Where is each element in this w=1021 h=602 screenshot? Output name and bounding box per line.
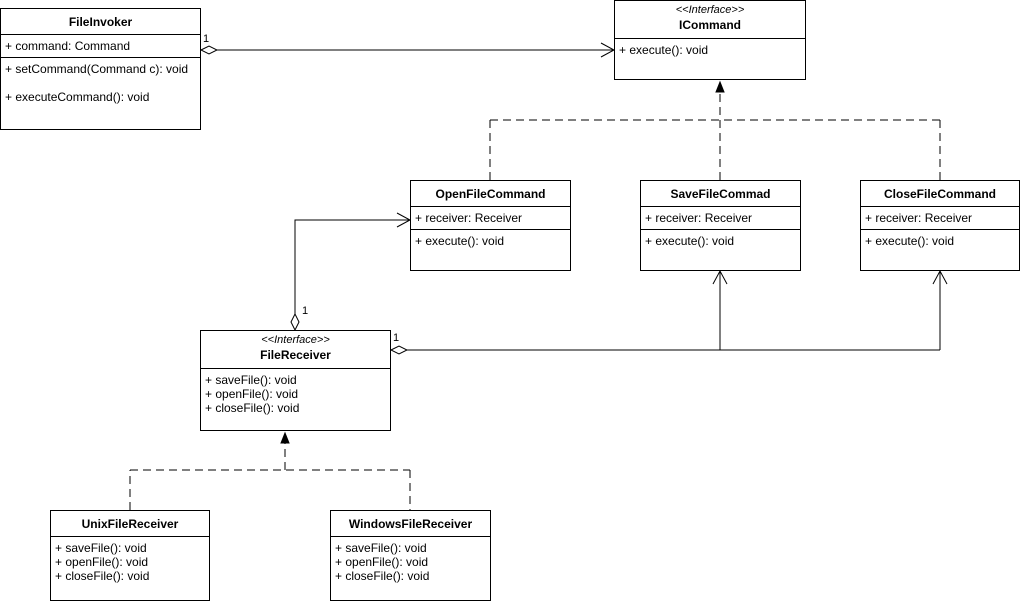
multiplicity-invoker-command: 1 (203, 33, 210, 45)
class-name: FileReceiver (260, 348, 331, 362)
multiplicity-receiver-commands: 1 (393, 332, 400, 344)
class-header: <<Interface>> ICommand (615, 1, 805, 39)
class-save-file-commad[interactable]: SaveFileCommad + receiver: Receiver + ex… (640, 180, 801, 271)
class-name: UnixFileReceiver (51, 511, 209, 537)
realization-arrowhead-filereceiver (280, 431, 290, 444)
class-file-invoker[interactable]: FileInvoker + command: Command + setComm… (0, 8, 201, 130)
method-execute: + execute(): void (619, 43, 709, 57)
method-set-command: + setCommand(Command c): void (5, 62, 189, 76)
attributes-section: + command: Command (1, 35, 200, 58)
methods-section: + saveFile(): void + openFile(): void + … (331, 537, 490, 587)
method-execute-command: + executeCommand(): void (5, 90, 150, 104)
methods-section: + execute(): void (641, 230, 800, 252)
method-open-file: + openFile(): void (55, 555, 149, 569)
attributes-section: + receiver: Receiver (411, 207, 570, 230)
class-name: SaveFileCommad (641, 181, 800, 207)
stereotype-label: <<Interface>> (675, 4, 745, 16)
attribute-receiver: + receiver: Receiver (645, 211, 753, 225)
method-execute: + execute(): void (645, 234, 735, 248)
class-name: CloseFileCommand (861, 181, 1019, 207)
aggregation-receiver-to-commands (389, 269, 948, 355)
method-save-file: + saveFile(): void (335, 541, 427, 555)
interface-file-receiver[interactable]: <<Interface>> FileReceiver + saveFile():… (200, 330, 391, 431)
method-execute: + execute(): void (865, 234, 955, 248)
aggregation-receiver-to-open (290, 212, 412, 332)
class-name: OpenFileCommand (411, 181, 570, 207)
methods-section: + execute(): void (411, 230, 570, 252)
attributes-section: + receiver: Receiver (641, 207, 800, 230)
multiplicity-receiver-open: 1 (302, 305, 309, 317)
method-execute: + execute(): void (415, 234, 505, 248)
realization-commands-to-icommand (489, 90, 941, 180)
class-name: WindowsFileReceiver (331, 511, 490, 537)
class-unix-file-receiver[interactable]: UnixFileReceiver + saveFile(): void + op… (50, 510, 210, 601)
realization-receivers-to-filereceiver (129, 442, 411, 510)
class-name: FileInvoker (1, 9, 200, 35)
method-close-file: + closeFile(): void (335, 569, 430, 583)
attributes-section: + receiver: Receiver (861, 207, 1019, 230)
method-save-file: + saveFile(): void (205, 373, 297, 387)
class-name: ICommand (678, 18, 741, 32)
class-close-file-command[interactable]: CloseFileCommand + receiver: Receiver + … (860, 180, 1020, 271)
method-open-file: + openFile(): void (205, 387, 299, 401)
interface-icommand[interactable]: <<Interface>> ICommand + execute(): void (614, 0, 806, 80)
attribute-receiver: + receiver: Receiver (415, 211, 523, 225)
class-windows-file-receiver[interactable]: WindowsFileReceiver + saveFile(): void +… (330, 510, 491, 601)
method-open-file: + openFile(): void (335, 555, 429, 569)
methods-section: + saveFile(): void + openFile(): void + … (51, 537, 209, 587)
method-close-file: + closeFile(): void (55, 569, 150, 583)
methods-section: + setCommand(Command c): void + executeC… (1, 58, 200, 108)
attribute-receiver: + receiver: Receiver (865, 211, 973, 225)
class-open-file-command[interactable]: OpenFileCommand + receiver: Receiver + e… (410, 180, 571, 271)
class-header: <<Interface>> FileReceiver (201, 331, 390, 369)
stereotype-label: <<Interface>> (261, 334, 330, 346)
method-save-file: + saveFile(): void (55, 541, 147, 555)
realization-arrowhead-icommand (715, 80, 725, 93)
methods-section: + execute(): void (861, 230, 1019, 252)
aggregation-invoker-to-icommand (199, 42, 616, 58)
methods-section: + execute(): void (615, 39, 805, 61)
attribute-command: + command: Command (5, 39, 131, 53)
method-close-file: + closeFile(): void (205, 401, 300, 415)
methods-section: + saveFile(): void + openFile(): void + … (201, 369, 390, 419)
